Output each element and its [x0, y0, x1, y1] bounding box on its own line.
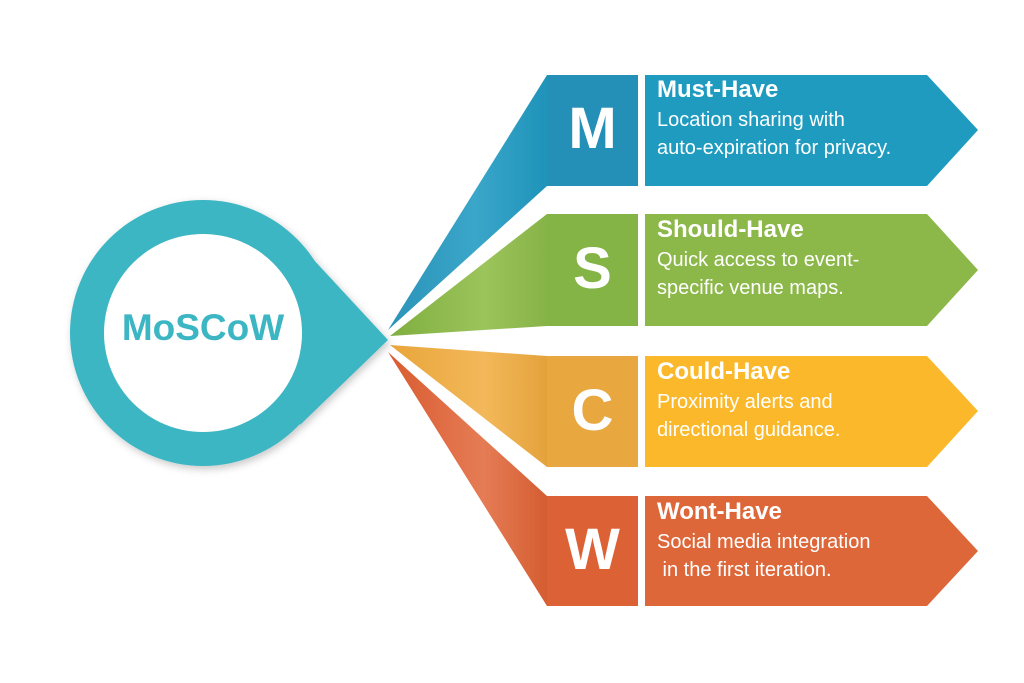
moscow-bubble-inner — [104, 234, 302, 432]
arrow-bar-c — [645, 356, 978, 467]
letter-block-s — [547, 214, 638, 326]
should-have-title: Should-Have — [657, 216, 804, 243]
wedge-w — [388, 352, 547, 606]
letter-c: C — [571, 378, 614, 443]
wedge-m — [388, 75, 547, 330]
letter-w: W — [565, 517, 620, 582]
must-have-description-line2: auto-expiration for privacy. — [657, 137, 892, 159]
letter-block-c — [547, 356, 638, 467]
arrow-bar-m — [645, 75, 978, 186]
wont-have-description-line2: in the first iteration. — [657, 559, 832, 581]
wedge-s — [390, 214, 547, 336]
arrow-bar-s — [645, 214, 978, 326]
moscow-title: MoSCoW — [121, 307, 285, 348]
letter-block-w — [547, 496, 638, 606]
wont-have-title: Wont-Have — [657, 498, 782, 525]
letter-s: S — [573, 236, 612, 301]
letter-block-m — [547, 75, 638, 186]
should-have-description-line1: Quick access to event- — [657, 249, 860, 271]
should-have-description-line2: specific venue maps. — [657, 277, 844, 299]
wedge-c — [390, 345, 547, 467]
wont-have-description-line1: Social media integration — [657, 531, 871, 553]
letter-m: M — [568, 96, 617, 161]
must-have-description-line1: Location sharing with — [657, 109, 845, 131]
must-have-title: Must-Have — [657, 76, 779, 103]
arrow-bar-w — [645, 496, 978, 606]
could-have-title: Could-Have — [657, 358, 791, 385]
could-have-description-line1: Proximity alerts and — [657, 391, 833, 413]
could-have-description-line2: directional guidance. — [657, 419, 841, 441]
